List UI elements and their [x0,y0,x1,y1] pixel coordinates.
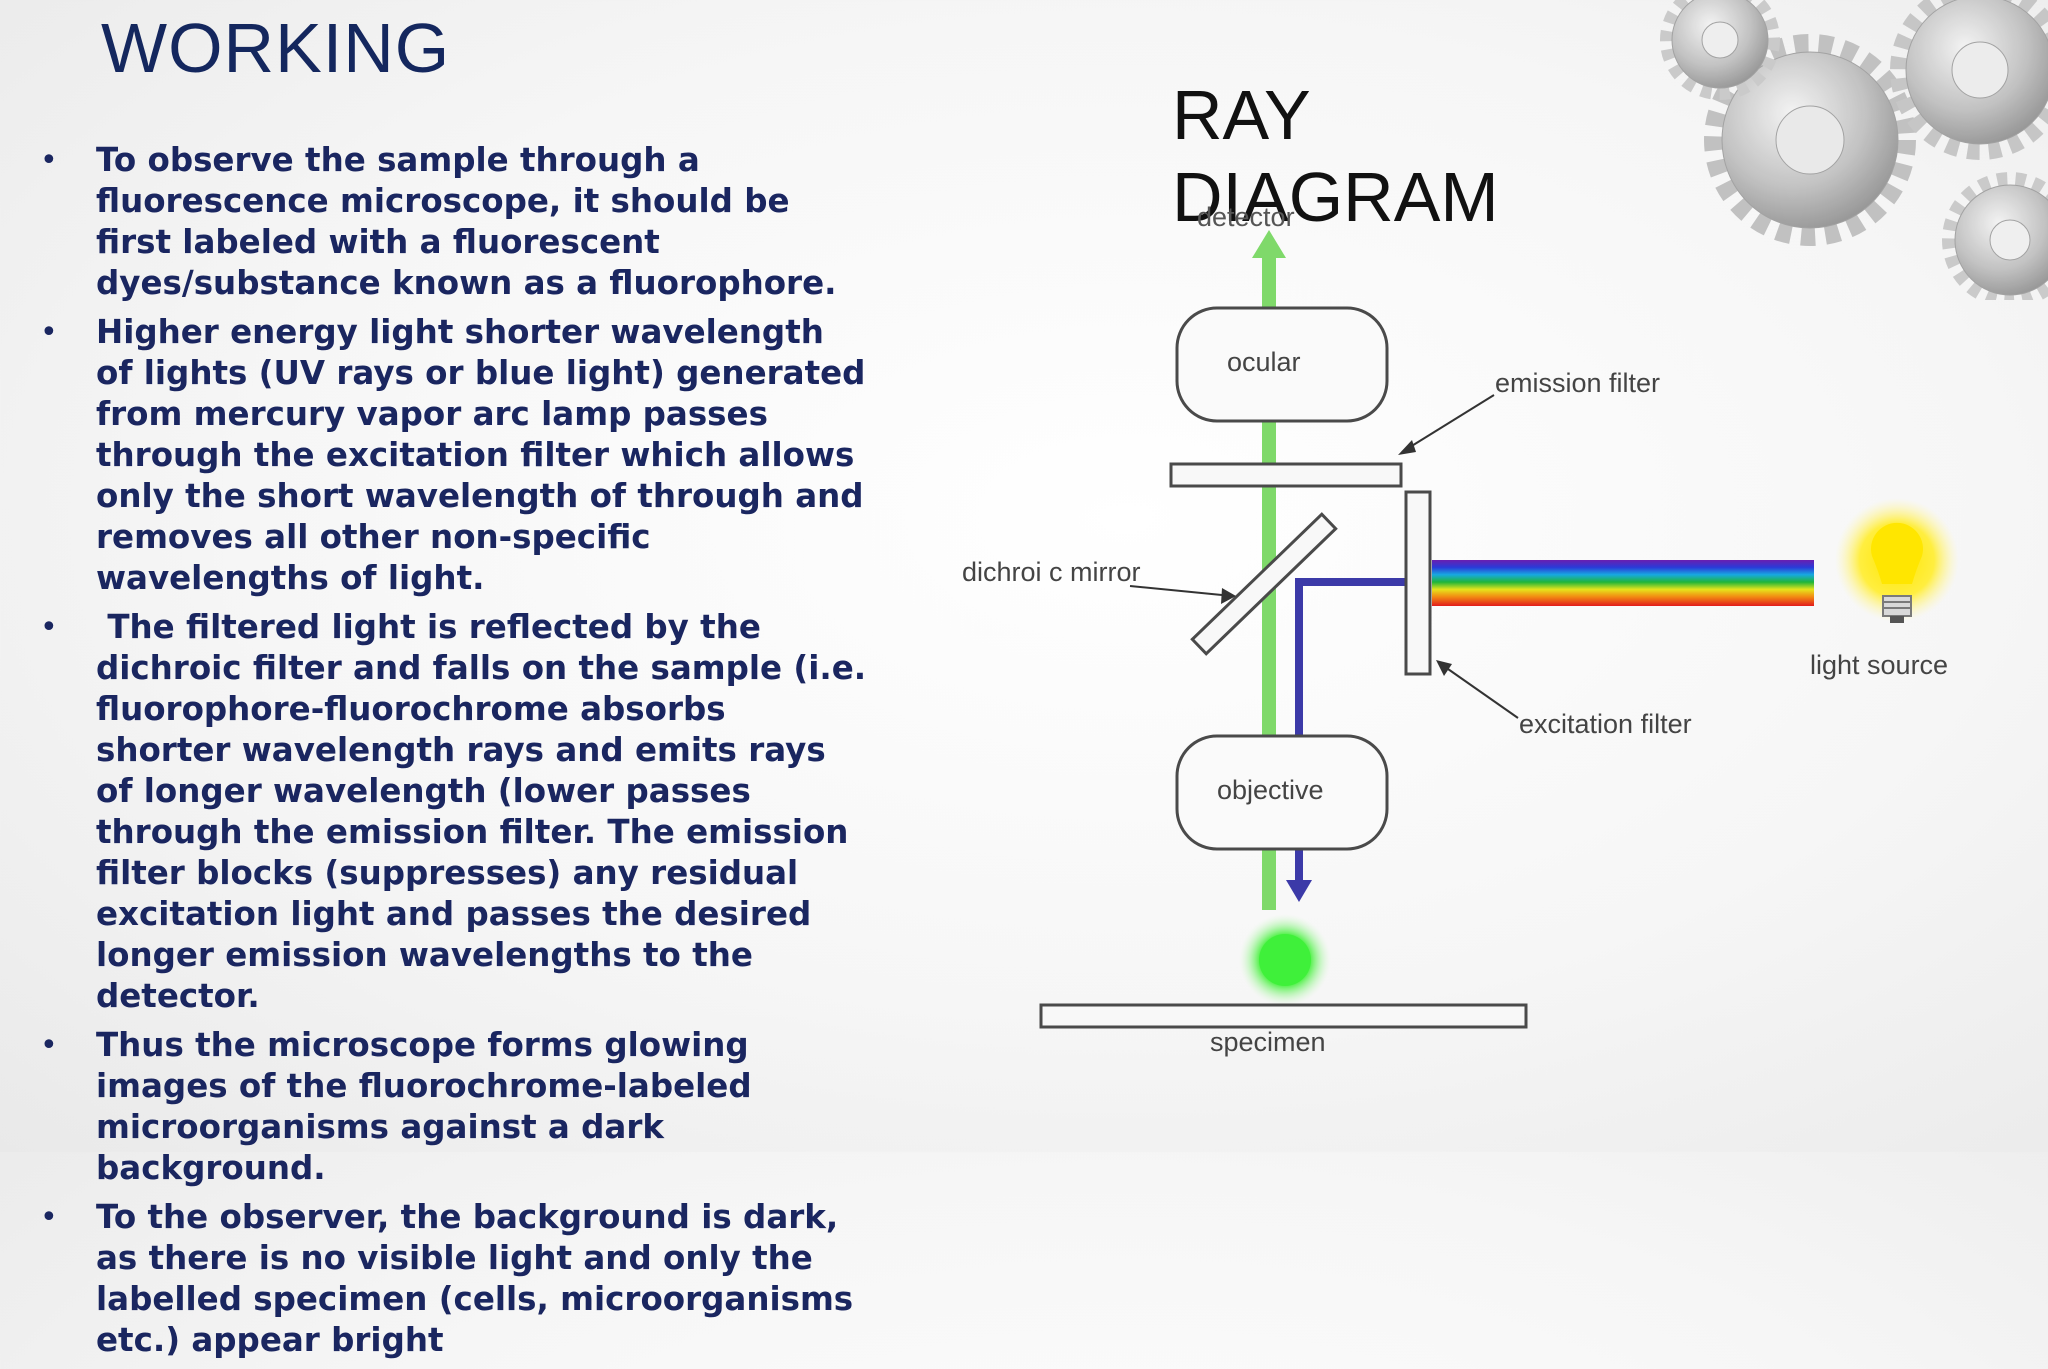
bullet-marker: • [40,1200,58,1235]
bullet-marker: • [40,610,58,645]
emission-filter [1169,462,1403,488]
label-ocular: ocular [1227,347,1301,377]
emission-filter-arrowhead [1398,440,1416,455]
dichroic-mirror [1190,512,1338,656]
label-objective: objective [1217,775,1324,805]
excitation-filter [1404,490,1432,676]
bullet-text: Higher energy light shorter wavelength o… [96,313,866,597]
ray-diagram [1039,230,1959,1029]
excitation-filter-arrowhead [1436,660,1452,676]
label-dichroic-mirror: dichroi c mirror [962,557,1141,587]
excitation-filter-pointer [1437,661,1519,719]
label-light-source: light source [1810,650,1949,680]
specimen-core [1259,934,1311,986]
emitted-light-arrowhead [1252,230,1286,258]
bullet-marker: • [40,1028,58,1063]
label-emission-filter: emission filter [1495,368,1661,398]
bullet-item: • To the observer, the background is dark… [40,1197,870,1361]
dichroic-mirror-arrowhead [1221,588,1236,604]
bullet-marker: • [40,143,58,178]
bullet-text: To observe the sample through a fluoresc… [96,141,837,302]
diagram-title: RAY DIAGRAM [1172,76,1499,236]
emission-filter-pointer [1401,394,1495,453]
bullet-item: • The filtered light is reflected by the… [40,607,870,1017]
objective-lens [1175,734,1389,851]
bullet-item: • To observe the sample through a fluores… [40,140,870,304]
label-specimen: specimen [1210,1027,1326,1057]
label-detector: detector [1197,202,1295,232]
bullet-marker: • [40,315,58,350]
dichroic-mirror-pointer [1129,585,1233,597]
slide-title: WORKING [101,9,451,87]
specimen-slide [1039,1003,1528,1029]
excitation-arrowhead [1286,880,1312,902]
bullet-text: The filtered light is reflected by the d… [96,608,878,1015]
bullet-text: To the observer, the background is dark,… [96,1198,854,1359]
gears-icon [1660,0,2048,300]
light-bulb-icon [1835,498,1959,623]
ocular-lens [1175,306,1389,423]
label-excitation-filter: excitation filter [1519,709,1692,739]
bullet-item: • Higher energy light shorter wavelength … [40,312,870,599]
light-source-beam [1432,560,1814,606]
